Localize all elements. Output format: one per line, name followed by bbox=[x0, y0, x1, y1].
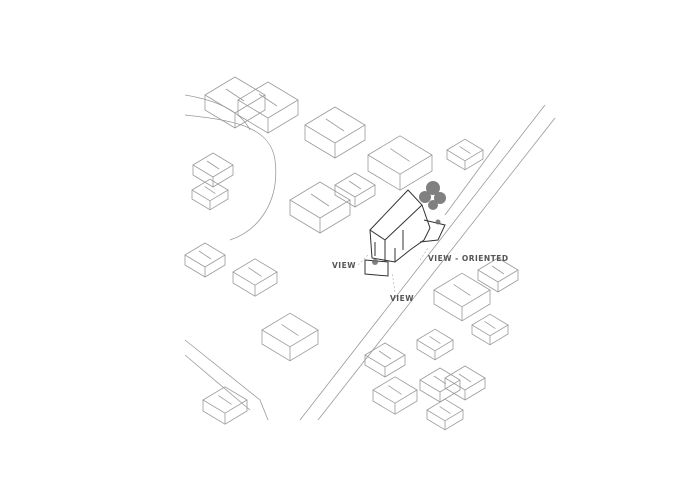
context-house bbox=[204, 76, 266, 129]
road-edge bbox=[299, 104, 546, 421]
context-house bbox=[261, 312, 319, 362]
context-house bbox=[419, 367, 461, 403]
street-edge bbox=[184, 354, 251, 411]
curved-street bbox=[184, 114, 277, 241]
road-edge bbox=[444, 139, 501, 216]
view-label: VIEW bbox=[332, 261, 356, 270]
road-edge bbox=[317, 117, 556, 421]
streets bbox=[184, 94, 556, 421]
context-house bbox=[364, 342, 406, 378]
context-house bbox=[444, 365, 486, 401]
curved-street bbox=[184, 94, 251, 131]
context-house bbox=[334, 172, 376, 208]
trees bbox=[372, 181, 446, 265]
context-house bbox=[202, 386, 248, 425]
context-house bbox=[426, 398, 464, 431]
context-house bbox=[446, 138, 484, 171]
context-house bbox=[289, 181, 351, 234]
context-house bbox=[471, 313, 509, 346]
context-house bbox=[304, 106, 366, 159]
street-edge bbox=[184, 339, 269, 421]
context-house bbox=[191, 178, 229, 211]
view-oriented-label: VIEW - ORIENTED bbox=[428, 254, 509, 263]
context-house bbox=[184, 242, 226, 278]
context-house bbox=[237, 81, 299, 134]
view-lines bbox=[357, 247, 429, 293]
context-house bbox=[192, 152, 234, 188]
context-house bbox=[477, 257, 519, 293]
context-house bbox=[433, 272, 491, 322]
context-buildings bbox=[184, 76, 519, 431]
context-house bbox=[232, 258, 278, 297]
context-house bbox=[372, 376, 418, 415]
context-house bbox=[367, 135, 433, 191]
context-house bbox=[416, 328, 454, 361]
project-house bbox=[364, 189, 446, 277]
view-label: VIEW bbox=[390, 294, 414, 303]
